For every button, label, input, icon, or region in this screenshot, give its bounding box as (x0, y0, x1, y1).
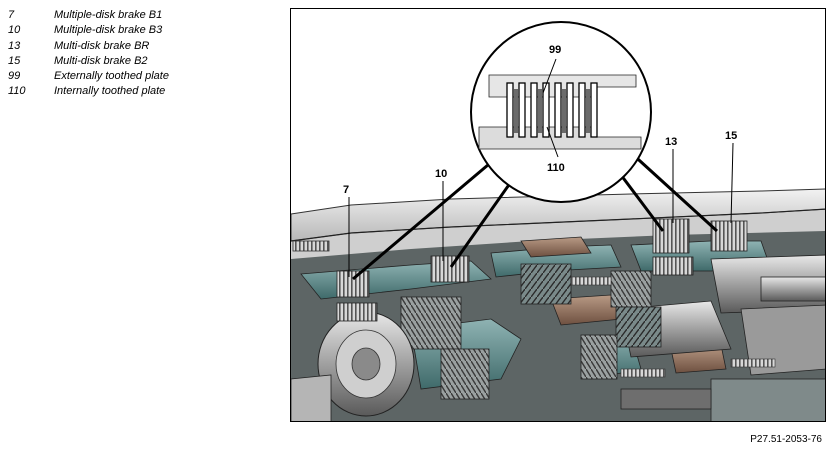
magnified-plates-fill (514, 89, 590, 133)
callout-13: 13 (665, 136, 677, 148)
legend-label: Multiple-disk brake B1 (54, 9, 163, 21)
legend-label: Multiple-disk brake B3 (54, 24, 163, 37)
legend-row: 13 Multi-disk brake BR (8, 39, 169, 54)
figure-reference: P27.51-2053-76 (750, 434, 822, 445)
disk-pack-b2 (710, 220, 748, 252)
transmission-cutaway-figure: 7 10 13 15 99 110 (290, 8, 826, 422)
disk-pack-b3 (430, 255, 470, 283)
disk-pack-b1 (336, 270, 378, 322)
legend-row: 15 Multi-disk brake B2 (8, 54, 169, 69)
legend-row: 99 Externally toothed plate (8, 69, 169, 84)
legend-label: Multi-disk brake B2 (54, 54, 148, 67)
internal-assembly (291, 231, 825, 421)
legend-number: 110 (8, 85, 26, 98)
legend-row: 110 Internally toothed plate (8, 84, 169, 99)
legend-number: 99 (8, 70, 21, 83)
callout-leaders (348, 142, 734, 277)
spring-part (292, 240, 330, 252)
magnifier-detail (470, 21, 652, 203)
leader-110 (546, 126, 559, 158)
legend-label: Multi-disk brake BR (54, 39, 150, 52)
callout-15: 15 (725, 130, 737, 142)
callout-7: 7 (343, 184, 349, 196)
callout-110: 110 (547, 162, 565, 174)
legend-row: 7 Multiple-disk brake B1 (8, 8, 169, 23)
legend-label: Internally toothed plate (54, 85, 166, 98)
legend-number: 10 (8, 24, 21, 37)
legend-number: 7 (8, 9, 15, 21)
legend: 7 Multiple-disk brake B1 10 Multiple-dis… (8, 8, 169, 100)
magnified-plates (506, 82, 598, 138)
legend-label: Externally toothed plate (54, 70, 169, 83)
callout-99: 99 (549, 44, 561, 56)
transmission-illustration: 7 10 13 15 99 110 (291, 21, 825, 421)
legend-number: 13 (8, 39, 21, 52)
legend-row: 10 Multiple-disk brake B3 (8, 23, 169, 38)
leader-99 (542, 58, 557, 94)
callout-10: 10 (435, 168, 447, 180)
legend-number: 15 (8, 54, 21, 67)
